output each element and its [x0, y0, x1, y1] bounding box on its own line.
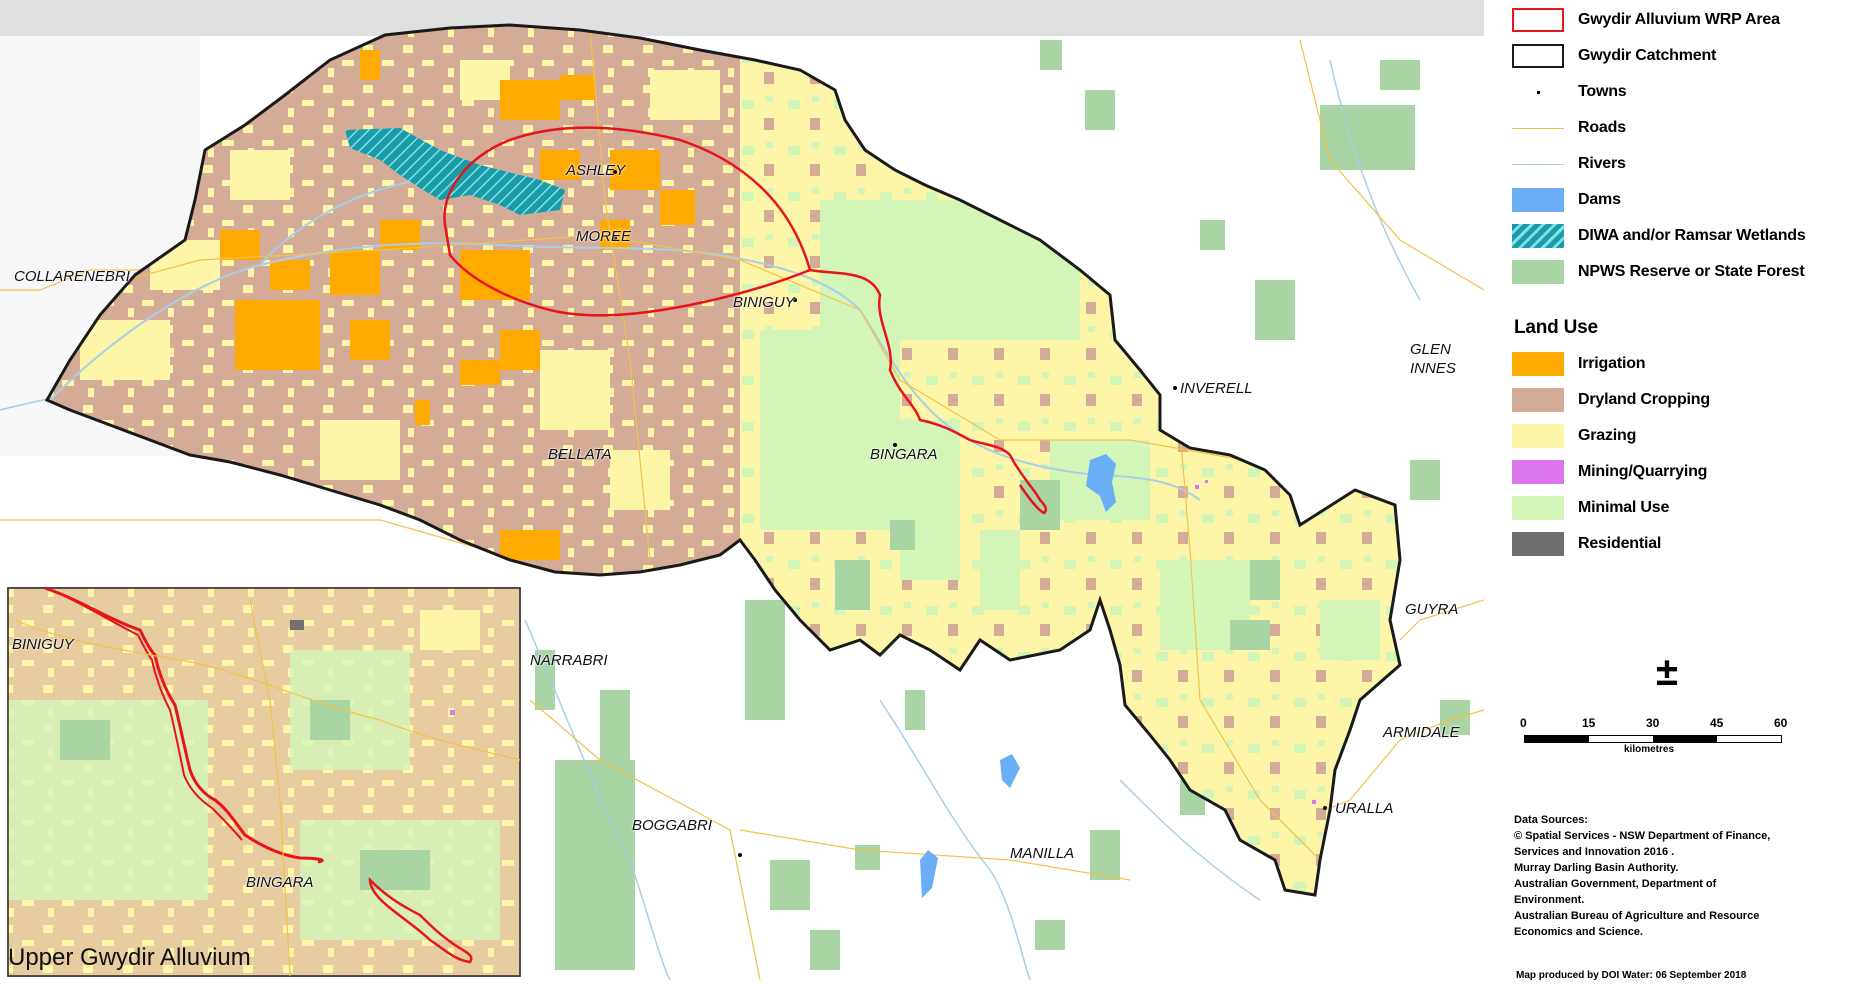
- town-label-narrabri: NARRABRI: [530, 652, 608, 669]
- legend-swatch-npws: [1512, 260, 1564, 284]
- legend-swatch-minimal: [1512, 496, 1564, 520]
- legend-item-dams: Dams: [1512, 186, 1621, 214]
- rivers-inside: [49, 179, 1201, 501]
- town-label-inverell: INVERELL: [1180, 380, 1253, 397]
- legend-label: Residential: [1578, 535, 1662, 552]
- legend-swatch-irrigation: [1512, 352, 1564, 376]
- scale-unit: kilometres: [1624, 744, 1675, 755]
- wrp-area-outline: [443, 126, 1048, 515]
- inset-map: [7, 586, 521, 977]
- legend-item-npws: NPWS Reserve or State Forest: [1512, 258, 1805, 286]
- land-use-heading: Land Use: [1514, 317, 1598, 338]
- legend-panel: Gwydir Alluvium WRP Area Gwydir Catchmen…: [1496, 0, 1849, 981]
- scale-tick-label: 0: [1520, 716, 1527, 730]
- legend-swatch-towns: [1512, 80, 1564, 104]
- town-label-uralla: URALLA: [1335, 800, 1394, 817]
- town-label-biniguy: BINIGUY: [733, 294, 795, 311]
- source-line: Services and Innovation 2016 .: [1514, 846, 1675, 858]
- town-label-manilla: MANILLA: [1010, 845, 1075, 862]
- scale-bar-segments: [1524, 735, 1782, 743]
- source-line: Data Sources:: [1514, 814, 1588, 826]
- legend-swatch-roads: [1512, 116, 1564, 140]
- legend-item-towns: Towns: [1512, 78, 1627, 106]
- inset-label-biniguy: BINIGUY: [12, 636, 74, 653]
- scale-tick-label: 15: [1582, 716, 1596, 730]
- legend-swatch-grazing: [1512, 424, 1564, 448]
- data-sources: Data Sources: © Spatial Services - NSW D…: [1514, 812, 1849, 940]
- legend-item-minimal: Minimal Use: [1512, 494, 1669, 522]
- legend-swatch-wrp: [1512, 8, 1564, 32]
- town-label-guyra: GUYRA: [1405, 601, 1459, 618]
- town-label-collarenebri: COLLARENEBRI: [14, 268, 130, 285]
- legend-swatch-catchment: [1512, 44, 1564, 68]
- legend-label: Roads: [1578, 119, 1626, 136]
- legend-item-catchment: Gwydir Catchment: [1512, 42, 1716, 70]
- inset-label-bingara: BINGARA: [246, 874, 314, 891]
- scale-tick-label: 45: [1710, 716, 1724, 730]
- legend-item-wetlands: DIWA and/or Ramsar Wetlands: [1512, 222, 1806, 250]
- legend-swatch-mining: [1512, 460, 1564, 484]
- legend-item-irrigation: Irrigation: [1512, 350, 1646, 378]
- ramsar-wetlands: [345, 128, 565, 215]
- legend-item-rivers: Rivers: [1512, 150, 1626, 178]
- legend-swatch-rivers: [1512, 152, 1564, 176]
- legend-label: Towns: [1578, 83, 1627, 100]
- map-svg: [0, 0, 1485, 981]
- legend-item-wrp-area: Gwydir Alluvium WRP Area: [1512, 6, 1780, 34]
- source-line: Australian Government, Department of: [1514, 878, 1717, 890]
- top-strip: [0, 0, 1484, 36]
- map-credit: Map produced by DOI Water: 06 September …: [1516, 970, 1747, 981]
- source-line: Environment.: [1514, 894, 1585, 906]
- town-label-armidale: ARMIDALE: [1383, 724, 1460, 741]
- town-label-glen-innes: GLEN INNES: [1410, 341, 1456, 377]
- legend-swatch-dryland: [1512, 388, 1564, 412]
- legend-label: NPWS Reserve or State Forest: [1578, 263, 1805, 280]
- town-label-moree: MOREE: [576, 228, 632, 245]
- source-line: © Spatial Services - NSW Department of F…: [1514, 830, 1771, 842]
- legend-swatch-wetlands: [1512, 224, 1564, 248]
- legend-label: Dams: [1578, 191, 1621, 208]
- legend-item-roads: Roads: [1512, 114, 1626, 142]
- legend-swatch-dams: [1512, 188, 1564, 212]
- irrigation-areas: [220, 50, 695, 560]
- npws-reserves-outside: [535, 40, 1470, 970]
- scale-tick-label: 60: [1774, 716, 1788, 730]
- legend-label: Dryland Cropping: [1578, 391, 1710, 408]
- dams-outside: [920, 754, 1020, 898]
- inset-title: Upper Gwydir Alluvium: [8, 944, 251, 971]
- town-label-ashley: ASHLEY: [566, 162, 626, 179]
- roads-inside: [89, 29, 1321, 861]
- town-label-bingara: BINGARA: [870, 446, 938, 463]
- roads-outside: [0, 39, 1485, 981]
- dam-copeton: [1086, 454, 1116, 512]
- legend-label: Minimal Use: [1578, 499, 1670, 516]
- legend-label: Gwydir Alluvium WRP Area: [1578, 11, 1780, 28]
- source-line: Economics and Science.: [1514, 926, 1643, 938]
- town-label-bellata: BELLATA: [548, 446, 612, 463]
- legend-label: Irrigation: [1578, 355, 1646, 372]
- legend-label: Rivers: [1578, 155, 1626, 172]
- legend-item-residential: Residential: [1512, 530, 1661, 558]
- legend-item-mining: Mining/Quarrying: [1512, 458, 1707, 486]
- legend-item-dryland: Dryland Cropping: [1512, 386, 1710, 414]
- legend-land-use-title: Land Use: [1514, 314, 1598, 342]
- legend-label: Grazing: [1578, 427, 1637, 444]
- source-line: Australian Bureau of Agriculture and Res…: [1514, 910, 1760, 922]
- north-arrow-icon: ±: [1656, 650, 1678, 694]
- scale-bar: 0 15 30 45 60 kilometres: [1520, 716, 1788, 756]
- map-canvas[interactable]: ASHLEY MOREE COLLARENEBRI BINIGUY GLEN I…: [0, 0, 1485, 981]
- scale-tick-label: 30: [1646, 716, 1660, 730]
- legend-label: Gwydir Catchment: [1578, 47, 1717, 64]
- town-label-boggabri: BOGGABRI: [632, 817, 713, 834]
- legend-swatch-residential: [1512, 532, 1564, 556]
- town-dots: [558, 170, 1327, 857]
- legend-label: DIWA and/or Ramsar Wetlands: [1578, 227, 1806, 244]
- legend-label: Mining/Quarrying: [1578, 463, 1708, 480]
- source-line: Murray Darling Basin Authority.: [1514, 862, 1679, 874]
- legend-item-grazing: Grazing: [1512, 422, 1636, 450]
